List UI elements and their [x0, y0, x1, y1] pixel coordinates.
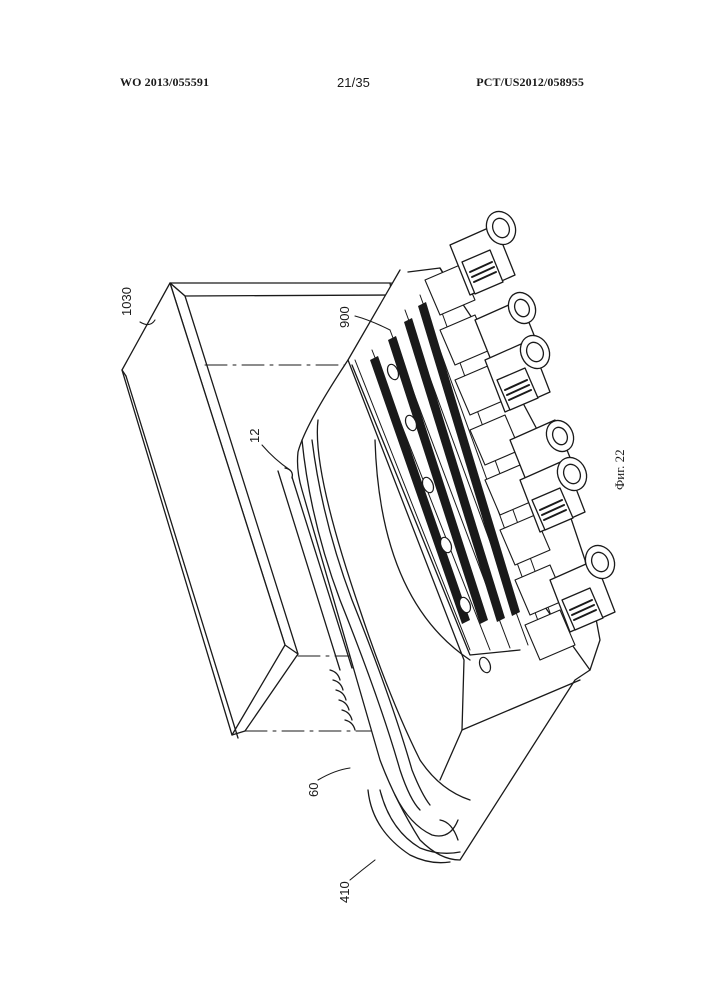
label-60: 60 — [306, 783, 321, 797]
figure-caption: Фиг. 22 — [612, 449, 628, 490]
label-1030: 1030 — [119, 287, 134, 316]
label-12: 12 — [247, 429, 262, 443]
label-900: 900 — [337, 306, 352, 328]
label-410: 410 — [337, 881, 352, 903]
